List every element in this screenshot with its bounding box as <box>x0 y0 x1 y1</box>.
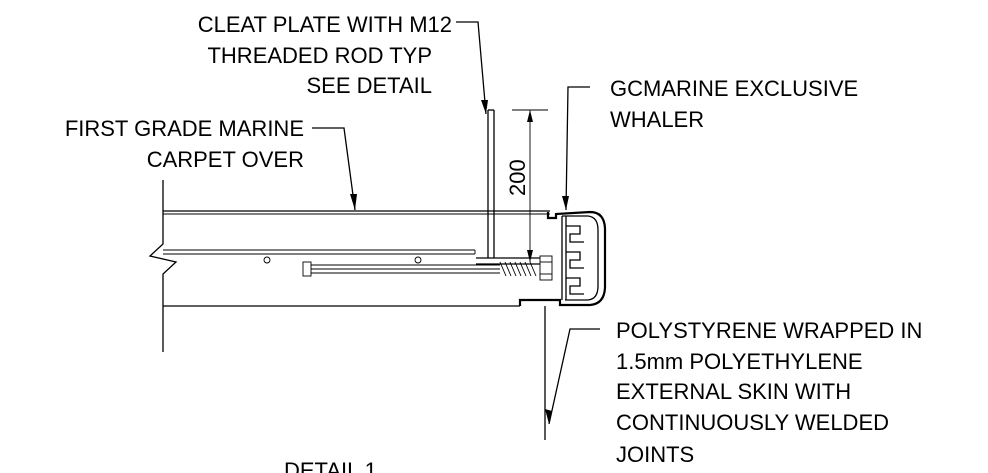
polystyrene-label-line-3: EXTERNAL SKIN WITH <box>616 379 851 404</box>
whaler-label: GCMARINE EXCLUSIVE WHALER <box>610 76 858 132</box>
polystyrene-label: POLYSTYRENE WRAPPED IN 1.5mm POLYETHYLEN… <box>616 318 922 467</box>
cleat-plate-label-line-3: SEE DETAIL <box>306 73 432 98</box>
break-line <box>148 180 178 352</box>
cleat-plate-leader <box>456 21 488 115</box>
dimension-value: 200 <box>505 159 530 196</box>
whaler-profile <box>518 210 607 307</box>
polystyrene-label-line-1: POLYSTYRENE WRAPPED IN <box>616 318 922 343</box>
carpet-label: FIRST GRADE MARINE CARPET OVER <box>65 116 304 172</box>
whaler-label-line-2: WHALER <box>610 107 704 132</box>
carpet-label-line-2: CARPET OVER <box>147 147 304 172</box>
deck-section <box>148 180 550 352</box>
cleat-plate-label-line-2: THREADED ROD TYP <box>207 43 432 68</box>
carpet-label-line-1: FIRST GRADE MARINE <box>65 116 304 141</box>
dimension-200: 200 <box>505 109 548 262</box>
polystyrene-leader <box>545 328 600 425</box>
polystyrene-label-line-2: 1.5mm POLYETHYLENE <box>616 349 863 374</box>
polystyrene-label-line-5: JOINTS <box>616 442 694 467</box>
detail-title: DETAIL 1 <box>284 458 377 473</box>
cleat-plate-label-line-1: CLEAT PLATE WITH M12 <box>198 12 452 37</box>
polystyrene-label-line-4: CONTINUOUSLY WELDED <box>616 410 889 435</box>
cleat-plate-label: CLEAT PLATE WITH M12 THREADED ROD TYP SE… <box>198 12 452 98</box>
whaler-leader <box>562 86 590 211</box>
whaler-label-line-1: GCMARINE EXCLUSIVE <box>610 76 858 101</box>
carpet-leader <box>312 127 357 211</box>
